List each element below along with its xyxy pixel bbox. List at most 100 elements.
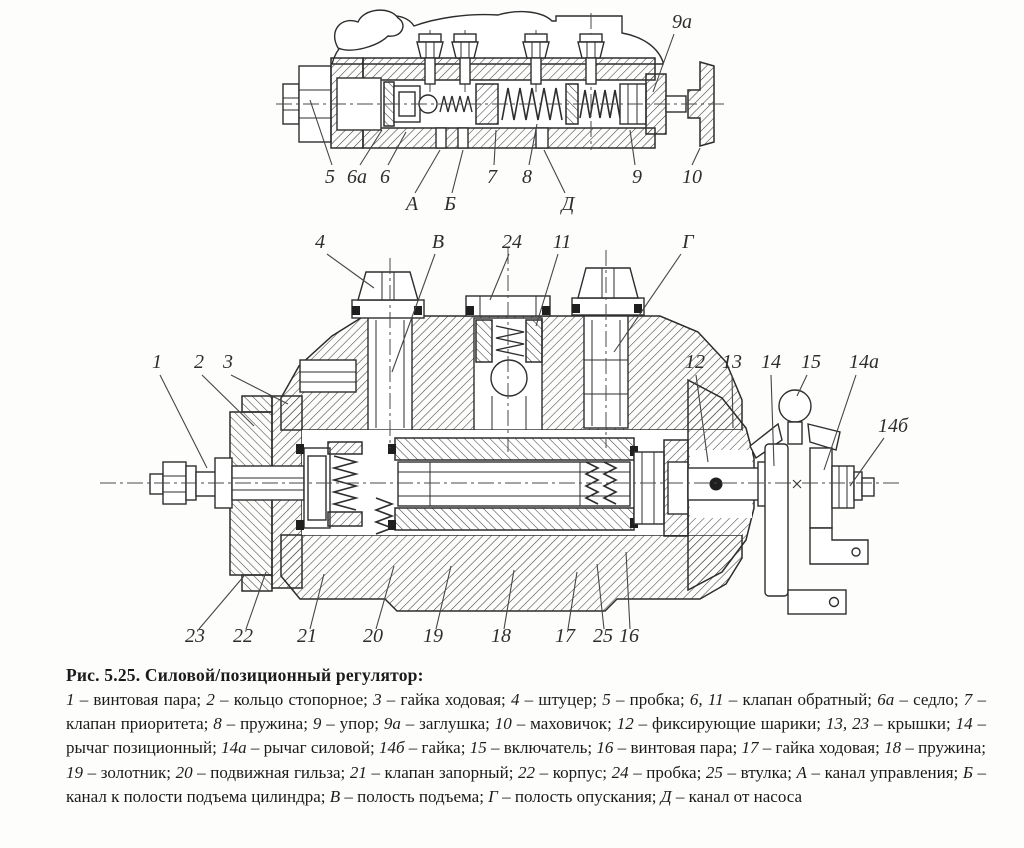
caption-item: 25 – втулка; bbox=[705, 762, 797, 782]
callout-label-18: 18 bbox=[491, 625, 511, 647]
callout-label-21: 21 bbox=[297, 625, 317, 647]
shaft-right bbox=[687, 461, 773, 507]
top-bolts bbox=[416, 13, 605, 150]
callout-leader-20 bbox=[375, 565, 395, 630]
body-upper-wall bbox=[362, 57, 656, 81]
top-view-drawing bbox=[276, 9, 724, 150]
caption-item: 14 – рычаг позиционный; bbox=[66, 714, 987, 758]
caption-item: 18 – пружина; bbox=[884, 738, 986, 758]
callout-label-22: 22 bbox=[233, 625, 253, 647]
callout-label-9а: 9а bbox=[672, 11, 692, 33]
caption-item: 22 – корпус; bbox=[518, 762, 612, 782]
callout-label-6а: 6а bbox=[347, 166, 367, 188]
caption-item: 3 – гайка ходовая; bbox=[373, 690, 511, 709]
caption-item: 21 – клапан запорный; bbox=[349, 762, 519, 782]
callout-leader-6 bbox=[387, 131, 407, 166]
callout-leader-17 bbox=[567, 571, 578, 630]
callout-leader-14б bbox=[849, 437, 885, 487]
callout-label-1: 1 bbox=[152, 351, 162, 373]
lever-14a bbox=[809, 447, 869, 565]
pivot-mark bbox=[792, 479, 802, 489]
bolt bbox=[451, 30, 479, 92]
callout-label-Г: Г bbox=[681, 231, 695, 253]
caption-item: 5 – пробка; bbox=[602, 690, 690, 709]
caption-item: 19 – золотник; bbox=[66, 762, 176, 782]
screw-pair-1 bbox=[149, 457, 305, 509]
caption-item: 15 – включатель; bbox=[469, 738, 597, 758]
callout-label-В: В bbox=[432, 231, 444, 253]
bushing-25 bbox=[633, 439, 689, 537]
nut-3 bbox=[303, 447, 331, 529]
callout-label-6: 6 bbox=[380, 166, 390, 188]
callout-label-3: 3 bbox=[222, 351, 233, 373]
spring-right bbox=[579, 89, 621, 119]
figure-caption: Рис. 5.25. Силовой/позиционный регулятор… bbox=[66, 663, 986, 809]
sleeve-20 bbox=[394, 437, 635, 531]
callout-leader-2 bbox=[201, 374, 255, 427]
callout-label-14б: 14б bbox=[878, 415, 909, 437]
figure-title: Рис. 5.25. Силовой/позиционный регулятор… bbox=[66, 665, 424, 685]
caption-item: 17 – гайка ходовая; bbox=[741, 738, 885, 758]
caption-item: 6, 11 – клапан обратный; bbox=[689, 690, 878, 709]
callout-leader-24 bbox=[489, 253, 510, 301]
callout-leader-21 bbox=[309, 573, 325, 630]
spring-8 bbox=[501, 87, 563, 121]
callout-leader-11 bbox=[535, 253, 559, 327]
switch-15 bbox=[749, 389, 841, 460]
callout-label-13: 13 bbox=[722, 351, 742, 373]
callout-label-17: 17 bbox=[555, 625, 576, 647]
channel-ports bbox=[435, 127, 549, 149]
caption-item: 12 – фиксирующие шарики; bbox=[616, 714, 826, 734]
caption-item: 16 – винтовая пара; bbox=[596, 738, 742, 758]
callout-leader-16 bbox=[625, 551, 631, 630]
callout-label-4: 4 bbox=[315, 231, 325, 253]
callout-label-20: 20 bbox=[363, 625, 383, 647]
housing-lower bbox=[280, 534, 743, 612]
caption-item: 24 – пробка; bbox=[611, 762, 706, 782]
callout-leader-18 bbox=[503, 569, 515, 630]
callout-label-16: 16 bbox=[619, 625, 639, 647]
callout-leader-12 bbox=[695, 374, 709, 463]
callout-leader-3 bbox=[230, 374, 289, 405]
callout-leader-В bbox=[391, 253, 436, 373]
callout-label-23: 23 bbox=[185, 625, 205, 647]
callout-label-19: 19 bbox=[423, 625, 443, 647]
callout-label-7: 7 bbox=[487, 166, 498, 188]
callout-label-15: 15 bbox=[801, 351, 821, 373]
callout-leader-А bbox=[414, 149, 441, 194]
callout-leader-23 bbox=[198, 575, 245, 630]
callout-leader-19 bbox=[435, 565, 452, 630]
callout-leader-5 bbox=[309, 99, 333, 166]
lever-14 bbox=[764, 443, 847, 615]
callout-label-8: 8 bbox=[522, 166, 532, 188]
body-lower-wall bbox=[362, 127, 656, 149]
nut-14b bbox=[831, 465, 875, 509]
callout-leader-22 bbox=[245, 571, 267, 630]
callout-leader-Г bbox=[613, 253, 682, 353]
callout-leader-Д bbox=[543, 149, 566, 194]
callout-leader-8 bbox=[528, 123, 538, 166]
callout-leader-6а bbox=[359, 129, 383, 166]
bolt bbox=[522, 30, 550, 92]
bolt bbox=[577, 13, 605, 150]
caption-item: 9а – заглушка; bbox=[383, 714, 495, 734]
callout-leader-10 bbox=[691, 147, 701, 166]
callout-label-12: 12 bbox=[685, 351, 705, 373]
caption-item: Б – канал к полости подъема цилиндра; bbox=[66, 762, 987, 806]
callout-leader-1 bbox=[159, 374, 208, 469]
callout-label-10: 10 bbox=[682, 166, 702, 188]
callout-label-14а: 14а bbox=[849, 351, 879, 373]
callout-leader-9а bbox=[652, 33, 675, 93]
callout-leader-14а bbox=[823, 374, 857, 471]
callout-label-11: 11 bbox=[553, 231, 572, 253]
caption-item: 14б – гайка; bbox=[378, 738, 470, 758]
callout-leader-Б bbox=[451, 149, 464, 194]
callout-label-24: 24 bbox=[502, 231, 522, 253]
valve-21-springs bbox=[327, 441, 395, 535]
callout-leader-9 bbox=[629, 129, 636, 166]
callout-label-25: 25 bbox=[593, 625, 613, 647]
casting-boss bbox=[333, 9, 404, 51]
